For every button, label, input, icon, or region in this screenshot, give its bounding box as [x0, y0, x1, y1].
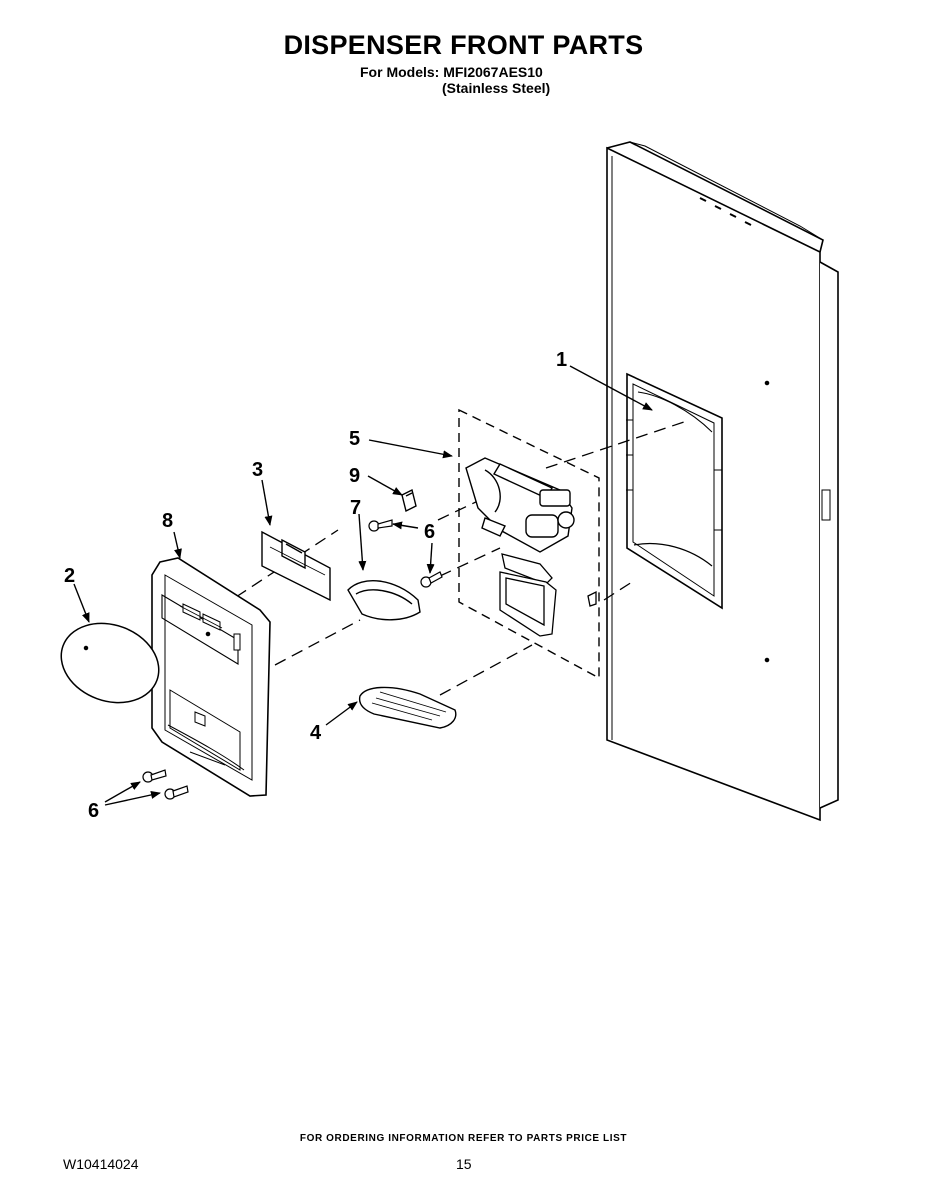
page-title: DISPENSER FRONT PARTS: [283, 30, 644, 60]
callout-5: 5: [349, 428, 360, 450]
screw-icon: [142, 769, 167, 783]
retaining-clip: [401, 488, 417, 513]
models-line: For Models: MFI2067AES10: [360, 64, 543, 80]
callout-8: 8: [162, 510, 173, 532]
document-number: W10414024: [63, 1156, 139, 1172]
screw-icon: [420, 571, 443, 588]
callout-1: 1: [556, 349, 567, 371]
assembly-guide-lines: [235, 419, 691, 696]
dispenser-fascia: [151, 557, 271, 797]
callout-6-lower: 6: [88, 800, 99, 822]
lower-screws: [142, 769, 189, 800]
upper-screws: [368, 519, 443, 588]
control-board: [261, 530, 331, 602]
callout-2: 2: [64, 565, 75, 587]
light-cover: [347, 580, 421, 621]
callout-7: 7: [350, 497, 361, 519]
actuator-pad: [60, 622, 160, 704]
actuator-lever: [499, 553, 597, 637]
callout-6-upper: 6: [424, 521, 435, 543]
dispenser-recess-frame: [626, 372, 723, 610]
callout-3: 3: [252, 459, 263, 481]
model-subtitle: For Models: MFI2067AES10 (Stainless Stee…: [360, 64, 550, 96]
screw-icon: [164, 785, 189, 800]
variant-line: (Stainless Steel): [442, 80, 551, 96]
housing-assembly-boundary: [458, 408, 600, 680]
page-number: 15: [456, 1156, 472, 1172]
callout-4: 4: [310, 722, 322, 744]
callout-leader-lines: [73, 365, 653, 806]
screw-icon: [368, 519, 393, 532]
drip-tray: [358, 686, 457, 729]
dispenser-housing: [465, 457, 575, 553]
callout-9: 9: [349, 465, 360, 487]
ordering-note: FOR ORDERING INFORMATION REFER TO PARTS …: [299, 1133, 628, 1144]
